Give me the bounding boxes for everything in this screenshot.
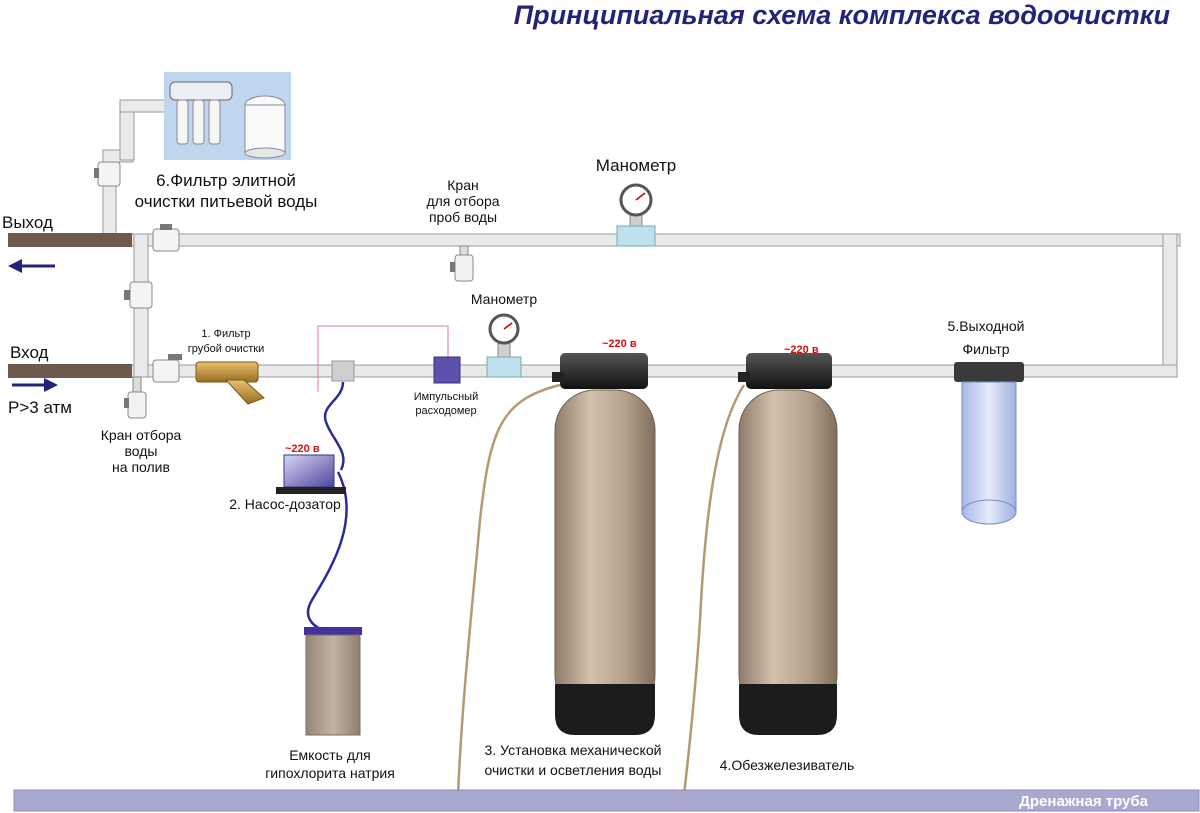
drain-hose-mechanical: [456, 383, 561, 796]
drain-hose-iron: [682, 384, 746, 796]
hypochlorite-tank-label-1: Емкость для: [289, 747, 371, 763]
injector-icon: [331, 360, 355, 382]
page-title: Принципиальная схема комплекса водоочист…: [514, 0, 1171, 30]
outlet-pipe: [8, 233, 132, 247]
dosing-pump-voltage: ~220 в: [285, 443, 320, 455]
manometer-mid-label: Манометр: [471, 291, 537, 307]
irrigation-valve-label-3: на полив: [112, 459, 170, 475]
valve-input-icon: [152, 354, 182, 383]
dosing-control-wire: [317, 325, 449, 392]
mechanical-unit-label-2: очистки и осветления воды: [484, 762, 661, 778]
output-arrow-icon: [8, 259, 55, 273]
pressure-label: P>3 атм: [8, 398, 72, 417]
drain-pipe: [13, 789, 1200, 812]
dosing-pump-label: 2. Насос-дозатор: [229, 496, 341, 512]
output-label: Выход: [2, 213, 53, 232]
elite-filter-image: [164, 72, 291, 160]
hypochlorite-tank-label-2: гипохлорита натрия: [265, 765, 395, 781]
flow-meter-label-1: Импульсный: [414, 391, 478, 403]
input-arrow-icon: [12, 378, 58, 392]
pump-inject-hose: [323, 381, 345, 471]
iron-remover-tank-icon: [738, 353, 838, 735]
coarse-filter-icon: [195, 361, 265, 405]
dosing-pump-icon: [276, 454, 346, 494]
coarse-filter-label-2: грубой очистки: [188, 343, 265, 355]
drain-pipe-label: Дренажная труба: [1019, 793, 1148, 810]
output-filter-icon: [954, 362, 1024, 525]
mechanical-unit-voltage: ~220 в: [602, 338, 637, 350]
pipe-elite-feed: [119, 99, 166, 113]
sample-valve-label-1: Кран: [447, 177, 478, 193]
hypochlorite-tank-icon: [304, 627, 362, 736]
output-filter-label-2: Фильтр: [962, 341, 1009, 357]
inlet-pipe: [8, 364, 132, 378]
manometer-top-icon: [616, 183, 656, 247]
manometer-top-label: Манометр: [596, 156, 676, 175]
output-filter-label-1: 5.Выходной: [948, 318, 1025, 334]
pump-suction-hose: [306, 471, 348, 634]
elite-filter-label-2: очистки питьевой воды: [135, 192, 318, 211]
sample-valve-label-3: проб воды: [429, 209, 497, 225]
irrigation-valve-label-2: воды: [125, 443, 158, 459]
flow-meter-icon: [433, 356, 461, 384]
mechanical-unit-tank-icon: [552, 353, 656, 735]
valve-bypass-icon: [124, 281, 153, 309]
valve-elite-icon: [94, 161, 121, 187]
iron-remover-label: 4.Обезжелезиватель: [720, 757, 855, 773]
elite-filter-label-1: 6.Фильтр элитной: [156, 171, 296, 190]
coarse-filter-label-1: 1. Фильтр: [201, 328, 250, 340]
flow-meter-label-2: расходомер: [415, 405, 476, 417]
irrigation-valve-label-1: Кран отбора: [101, 427, 182, 443]
sample-valve-label-2: для отбора: [426, 193, 499, 209]
irrigation-tap-icon: [124, 376, 147, 419]
pipe-right-vertical: [1162, 233, 1178, 377]
mechanical-unit-label-1: 3. Установка механической: [485, 742, 662, 758]
manometer-mid-icon: [486, 313, 522, 378]
valve-output-icon: [152, 224, 180, 252]
sample-tap-icon: [450, 245, 474, 282]
input-label: Вход: [10, 343, 49, 362]
